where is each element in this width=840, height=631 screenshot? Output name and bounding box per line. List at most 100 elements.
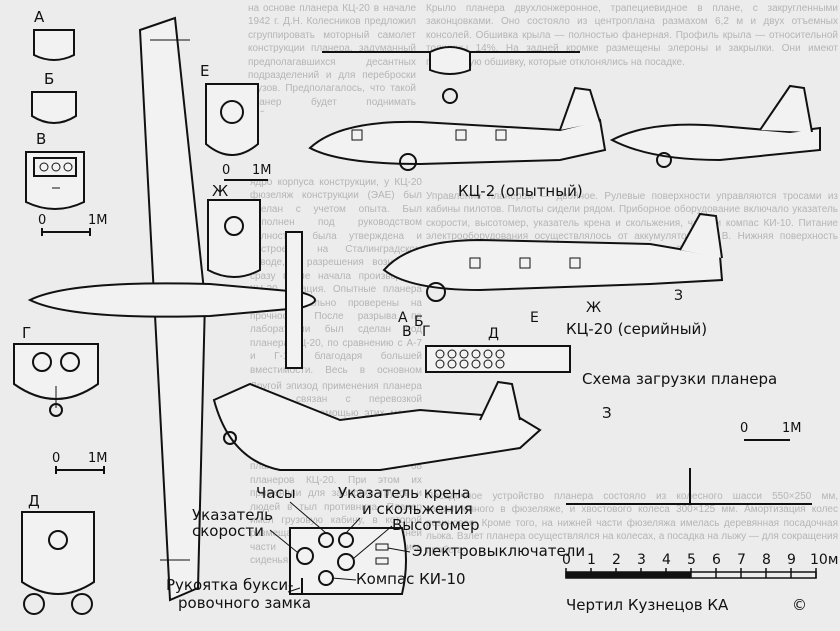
article-text: ядро корпуса конструкции, у КЦ-20 фюзеля… (250, 177, 422, 376)
wheel-icon (71, 593, 93, 615)
article-column-1: на основе планера КЦ-20 в начале 1942 г.… (248, 2, 416, 112)
section-label-g: Г (22, 324, 31, 342)
dial-icon (39, 162, 49, 172)
article-text: на основе планера КЦ-20 в начале 1942 г.… (248, 3, 416, 112)
mark-a: А (398, 310, 408, 326)
long-scale-tick-label: 9 (787, 552, 796, 568)
kc2-side-view (308, 86, 607, 171)
leader-line (345, 517, 361, 534)
section-a-shape (33, 29, 75, 61)
long-scale-tick-label: 6 (712, 552, 721, 568)
fuselage-front (429, 46, 471, 75)
seat-icon (435, 349, 445, 359)
leader-line (331, 577, 357, 581)
seat-icon (224, 216, 244, 236)
long-scale-tick-label: 5 (687, 552, 696, 568)
rear-view-label-z: З (602, 404, 612, 422)
wheel-icon (442, 88, 458, 104)
long-scale-tick-label: 2 (612, 552, 621, 568)
wheel-icon (656, 152, 672, 168)
copyright-mark: © (792, 596, 807, 614)
section-d-shape (21, 511, 95, 595)
long-scale-tick-label: 4 (662, 552, 671, 568)
seat-icon (483, 349, 493, 359)
wheel-icon (399, 153, 417, 171)
long-scale-tick-label: 3 (637, 552, 646, 568)
short-scale-one: 1М (88, 213, 108, 228)
kc20-lower-fuselage (212, 382, 542, 471)
mark-z: З (674, 288, 683, 304)
kc2-rear-view (609, 84, 821, 168)
leader-line (269, 529, 298, 553)
passenger-icon (60, 352, 80, 372)
long-scale-tick-label: 10м (810, 552, 838, 568)
label-airspeed-2: скорости (192, 522, 264, 540)
short-scale-zero: 0 (38, 213, 46, 228)
label-turn-slip-2: и скольжения (362, 500, 473, 518)
kc20-fin (679, 212, 723, 259)
label-tow-release-2: ровочного замка (178, 594, 311, 612)
long-scale-tick-label: 1 (587, 552, 596, 568)
pilot-icon (48, 530, 68, 550)
label-tow-release-1: Рукоятка букси- (166, 576, 294, 594)
kc2-fin-rear (759, 84, 813, 133)
short-scale-one-3: 1М (252, 163, 272, 178)
kc20-side-view (382, 212, 724, 302)
seat-icon (495, 349, 505, 359)
label-clock: Часы (256, 484, 296, 502)
dial-icon (63, 162, 73, 172)
seat-icon (471, 359, 481, 369)
wheel-icon (426, 282, 446, 302)
short-scale-one-4: 1М (782, 421, 802, 436)
section-label-d: Д (28, 492, 40, 510)
mark-v: В (402, 324, 412, 340)
short-scale-zero-2: 0 (52, 451, 60, 466)
kc20-lower-side-view (212, 380, 542, 471)
switch-icon (375, 543, 389, 551)
mark-b: Б (414, 314, 424, 330)
switch-icon (375, 557, 389, 565)
article-text: Посадочное устройство планера состояло и… (426, 491, 838, 556)
instrument-panel (289, 527, 407, 595)
kc2-fuselage-side (308, 118, 607, 166)
window-icon (519, 257, 531, 269)
article-column-3: ядро корпуса конструкции, у КЦ-20 фюзеля… (250, 176, 422, 376)
airspeed-indicator-icon (296, 547, 314, 565)
altimeter-icon (337, 553, 355, 571)
label-turn-slip-1: Указатель крена (338, 484, 471, 502)
kc2-front-view (322, 46, 580, 104)
cockpit-view-e (205, 83, 259, 156)
loading-caption: Схема загрузки планера (582, 370, 777, 388)
article-text: Крыло планера двухлонжеронное, трапециев… (426, 3, 838, 68)
long-scale-tick-label: 0 (562, 552, 571, 568)
wheel-icon (49, 403, 63, 417)
cockpit-view-zh (207, 199, 261, 278)
pilot-seat-icon (220, 100, 244, 124)
seat-icon (447, 349, 457, 359)
window-icon (495, 129, 507, 141)
label-compass: Компас КИ-10 (356, 570, 466, 588)
leader-line (387, 547, 411, 553)
long-scale-tick-label: 7 (737, 552, 746, 568)
view-label-e: Е (200, 62, 209, 80)
label-airspeed-1: Указатель (192, 506, 273, 524)
window-icon (351, 129, 363, 141)
wheel-icon (23, 593, 45, 615)
long-scale-tick-label: 8 (762, 552, 771, 568)
passenger-icon (32, 352, 52, 372)
label-switches: Электровыключатели (412, 542, 585, 560)
mark-g: Г (422, 324, 431, 340)
leader-line (353, 525, 393, 559)
short-scale-zero-4: 0 (740, 421, 748, 436)
leader-line (287, 587, 301, 593)
article-column-2: Крыло планера двухлонжеронное, трапециев… (426, 2, 838, 122)
seat-icon (483, 359, 493, 369)
view-label-zh: Ж (212, 182, 228, 200)
window-icon (469, 257, 481, 269)
seat-icon (495, 359, 505, 369)
serial-caption: КЦ-20 (серийный) (566, 320, 707, 338)
author-credit: Чертил Кузнецов КА (566, 596, 729, 614)
